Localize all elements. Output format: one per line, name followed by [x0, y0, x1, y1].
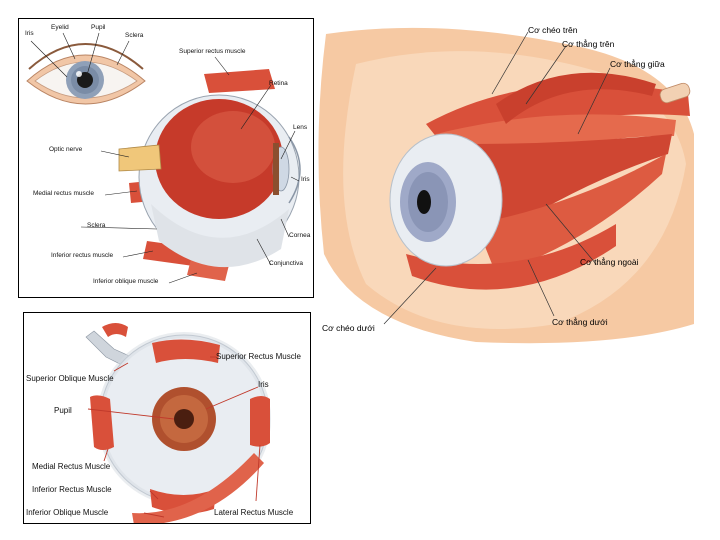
label-pupil: Pupil — [91, 25, 105, 32]
label-en-inferior-rectus: Inferior Rectus Muscle — [32, 486, 112, 494]
extraocular-muscles-vi-panel: Cơ chéo trên Cơ thẳng trên Cơ thẳng giữa… — [316, 24, 696, 348]
label-cornea: Cornea — [289, 233, 310, 240]
label-vi-superior-oblique: Cơ chéo trên — [528, 26, 578, 35]
label-iris-side: Iris — [301, 177, 310, 184]
label-en-superior-rectus: Superior Rectus Muscle — [216, 353, 301, 361]
label-en-iris: Iris — [258, 381, 269, 389]
label-vi-superior-rectus: Cơ thẳng trên — [562, 40, 614, 49]
external-eye-drawing — [27, 44, 145, 104]
label-retina: Retina — [269, 81, 288, 88]
label-sclera: Sclera — [87, 223, 105, 230]
label-vi-inferior-oblique: Cơ chéo dưới — [322, 324, 375, 333]
label-sclera-top: Sclera — [125, 33, 143, 40]
label-iris: Iris — [25, 31, 34, 38]
label-en-superior-oblique: Superior Oblique Muscle — [26, 375, 114, 383]
label-lens: Lens — [293, 125, 307, 132]
label-medial-rectus: Medial rectus muscle — [33, 191, 94, 198]
eye-anatomy-panel: Iris Eyelid Pupil Sclera Superior rectus… — [18, 18, 314, 298]
label-optic-nerve: Optic nerve — [49, 147, 82, 154]
eyeball-cross-section — [119, 69, 300, 281]
label-vi-inferior-rectus: Cơ thẳng dưới — [552, 318, 608, 327]
label-inferior-rectus: Inferior rectus muscle — [51, 253, 113, 260]
label-en-lateral-rectus: Lateral Rectus Muscle — [214, 509, 293, 517]
label-superior-rectus: Superior rectus muscle — [179, 49, 245, 56]
label-vi-medial-rectus: Cơ thẳng giữa — [610, 60, 665, 69]
label-en-pupil: Pupil — [54, 407, 72, 415]
label-eyelid: Eyelid — [51, 25, 69, 32]
label-inferior-oblique: Inferior oblique muscle — [93, 279, 158, 286]
extraocular-muscles-vi-illustration — [316, 24, 696, 348]
label-en-medial-rectus: Medial Rectus Muscle — [32, 463, 110, 471]
label-en-inferior-oblique: Inferior Oblique Muscle — [26, 509, 108, 517]
label-vi-lateral-rectus: Cơ thẳng ngoài — [580, 258, 639, 267]
extraocular-muscles-en-panel: Superior Rectus Muscle Superior Oblique … — [23, 312, 311, 524]
label-conjunctiva: Conjunctiva — [269, 261, 303, 268]
